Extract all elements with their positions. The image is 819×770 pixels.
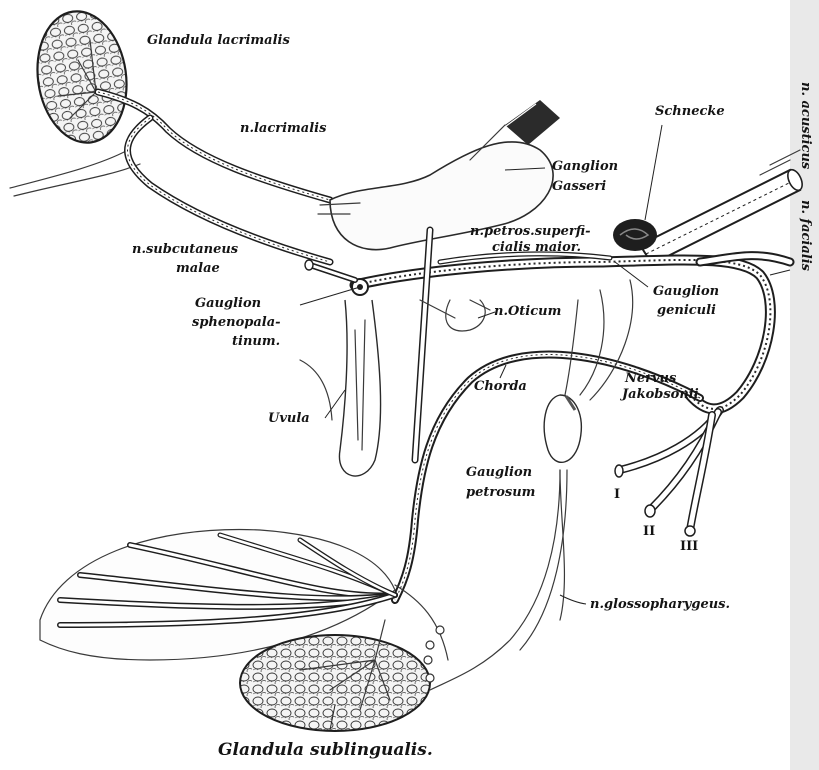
label-uvula: Uvula	[268, 412, 310, 425]
orbit-outline	[10, 150, 140, 196]
label-n-facialis: n. facialis	[799, 200, 812, 271]
label-n-acusticus: n. acusticus	[799, 82, 812, 169]
label-n-lacrimalis: n.lacrimalis	[240, 122, 326, 135]
label-nervus-jakobsonii-line2: Jakobsonii	[622, 388, 699, 401]
label-n-subcutaneus-line1: n.subcutaneus	[132, 243, 238, 256]
label-n-petros-line2: cialis maior.	[492, 241, 581, 254]
label-n-petros-line1: n.petros.superfi-	[470, 225, 591, 238]
n-acusticus-nerve	[640, 150, 805, 264]
label-n-glossopharyngeus: n.glossopharygeus.	[590, 598, 730, 611]
label-chorda: Chorda	[474, 380, 527, 393]
label-ganglion-spheno-line1: Gauglion	[195, 297, 261, 310]
label-ganglion-petrosum-line2: petrosum	[466, 486, 535, 499]
label-ganglion-petrosum-line1: Gauglion	[466, 466, 532, 479]
label-ganglion-geniculi-line1: Gauglion	[653, 285, 719, 298]
label-n-subcutaneus-line2: malae	[176, 262, 220, 275]
caption-glandula-sublingualis: Glandula sublingualis.	[218, 742, 433, 759]
label-roman-2: II	[643, 525, 655, 538]
label-roman-1: I	[614, 488, 620, 501]
label-ganglion-gasseri-line2: Gasseri	[552, 180, 606, 193]
ganglion-sphenopalatinum	[305, 260, 368, 295]
glandula-lacrimalis-gland	[29, 6, 135, 149]
label-schnecke: Schnecke	[655, 105, 725, 118]
n-oticum-nerve	[420, 300, 490, 331]
label-n-oticum: n.Oticum	[494, 305, 561, 318]
label-nervus-jakobsonii-line1: Nervus	[625, 372, 676, 385]
ganglion-petrosum	[544, 300, 581, 620]
label-roman-3: III	[680, 540, 698, 553]
gasseri-descending-branch	[415, 230, 430, 460]
label-ganglion-spheno-line2: sphenopala-	[192, 316, 281, 329]
schnecke-cochlea	[613, 125, 662, 251]
label-glandula-lacrimalis: Glandula lacrimalis	[147, 34, 290, 47]
uvula-shape	[300, 300, 381, 476]
label-ganglion-spheno-line3: tinum.	[232, 335, 280, 348]
nerve-trunks-i-ii-iii	[615, 410, 720, 536]
n-lacrimalis-nerve	[98, 92, 330, 262]
label-ganglion-geniculi-line2: geniculi	[657, 304, 716, 317]
label-ganglion-gasseri-line1: Ganglion	[552, 160, 618, 173]
